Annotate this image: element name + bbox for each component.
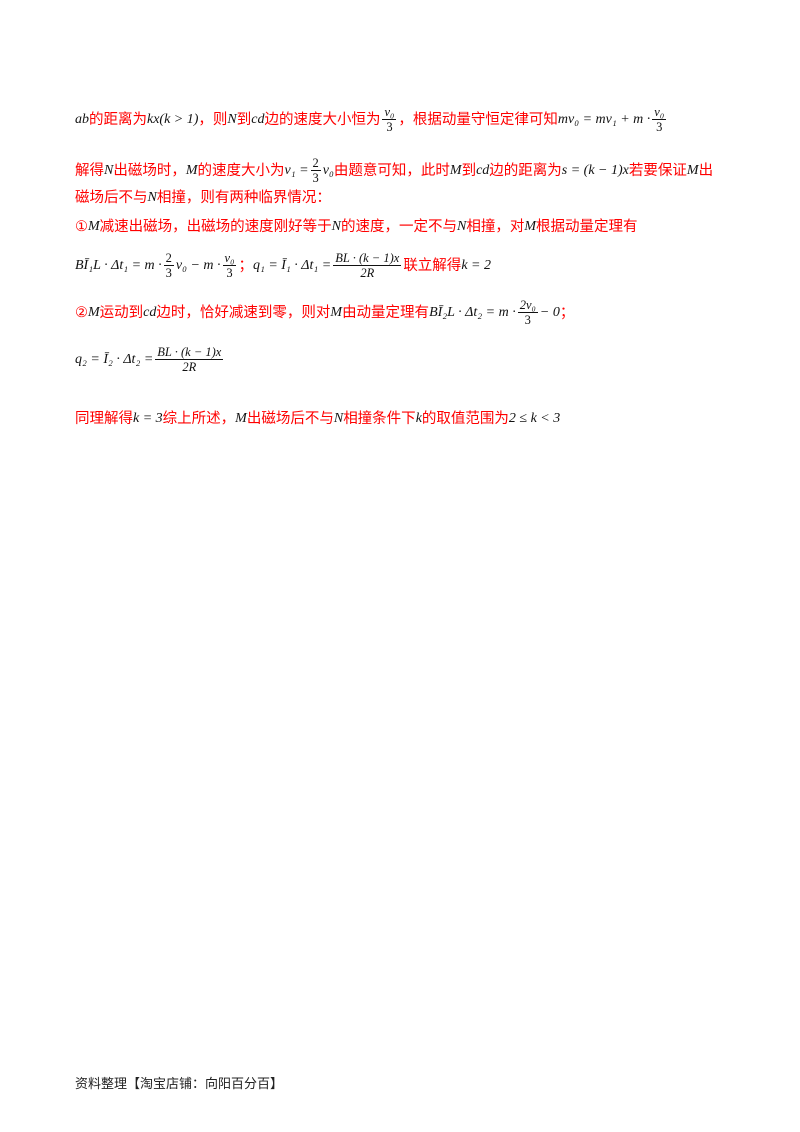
text: 减速出磁场，出磁场的速度刚好等于 <box>99 219 332 235</box>
numerator: 2 <box>163 251 174 266</box>
math-N: N <box>331 219 342 234</box>
math-M: M <box>330 304 343 320</box>
fraction-2-over-3: 2 3 <box>310 156 321 185</box>
math-M: M <box>88 219 100 234</box>
math-impulse-eq-2: BĪ₂L · Δt₂ = m · <box>429 304 516 320</box>
math-N: N <box>333 411 344 426</box>
fraction-v0-over-3: v₀ 3 <box>222 251 237 280</box>
text: ② <box>75 304 88 321</box>
fraction-charge: BL · (k − 1)x 2R <box>333 251 402 280</box>
text: 解得 <box>75 162 104 179</box>
denominator: 3 <box>165 266 172 280</box>
fraction-v0-over-3: v₀ 3 <box>382 105 397 134</box>
text: 出磁场时， <box>113 162 186 179</box>
text: 根据动量定理有 <box>536 219 638 235</box>
denominator: 3 <box>524 313 531 327</box>
math-v1: v₁ = <box>284 162 309 178</box>
solution-line-5: BĪ₁L · Δt₁ = m · 2 3 v₀ − m · v₀ 3 ； q₁ … <box>75 251 760 280</box>
denominator: 3 <box>312 171 319 185</box>
solution-line-3: 磁场后不与 N 相撞，则有两种临界情况： <box>75 188 760 208</box>
solution-line-1: ab 的距离为 kx(k > 1) ，则 N 到 cd 边的速度大小恒为 v₀ … <box>75 105 760 134</box>
math-v0: v₀ <box>322 162 334 178</box>
numerator: v₀ <box>652 105 667 120</box>
math-kx: kx(k > 1) <box>147 111 199 127</box>
text: 的取值范围为 <box>421 411 509 427</box>
math-cd: cd <box>476 162 490 178</box>
text: 出磁场后不与 <box>246 411 334 427</box>
numerator: 2v₀ <box>517 298 538 313</box>
math-M: M <box>686 162 699 178</box>
text: ① <box>75 219 88 235</box>
denominator: 3 <box>656 120 663 134</box>
numerator: BL · (k − 1)x <box>155 345 224 360</box>
footer-source: 资料整理【淘宝店铺：向阳百分百】 <box>75 1077 284 1092</box>
math-cd: cd <box>143 304 157 320</box>
math-minus-zero: − 0 <box>539 304 560 320</box>
fraction-2v0-over-3: 2v₀ 3 <box>517 298 538 327</box>
text: 到 <box>461 162 477 179</box>
math-N: N <box>457 219 467 234</box>
text: 若要保证 <box>628 162 687 179</box>
math-M: M <box>185 162 198 178</box>
math-impulse-eq-1: BĪ₁L · Δt₁ = m · <box>75 257 162 273</box>
math-M: M <box>88 304 100 320</box>
math-M: M <box>235 411 247 426</box>
text: 运动到 <box>99 304 144 321</box>
math-q1-eq: q₁ = Ī₁ · Δt₁ = <box>252 257 332 273</box>
text: 由动量定理有 <box>342 304 430 321</box>
text: 边的速度大小恒为 <box>264 111 381 128</box>
solution-line-2: 解得 N 出磁场时， M 的速度大小为 v₁ = 2 3 v₀ 由题意可知，此时… <box>75 156 760 185</box>
text: 边时，恰好减速到零，则对 <box>156 304 331 321</box>
math-M: M <box>524 219 537 234</box>
text: 的距离为 <box>89 111 147 128</box>
denominator: 3 <box>386 120 393 134</box>
fraction-2-over-3: 2 3 <box>163 251 174 280</box>
text: 相撞，对 <box>466 219 525 235</box>
math-N: N <box>227 111 237 127</box>
math-k: k <box>415 411 422 426</box>
numerator: v₀ <box>222 251 237 266</box>
text: 联立解得 <box>403 257 462 274</box>
text: 的速度大小为 <box>197 162 285 179</box>
fraction-charge: BL · (k − 1)x 2R <box>155 345 224 374</box>
math-s: s = (k − 1)x <box>561 162 629 178</box>
denominator: 2R <box>360 266 375 280</box>
text: ，则 <box>198 111 228 128</box>
math-M: M <box>449 162 462 178</box>
math-ab: ab <box>75 111 89 127</box>
denominator: 2R <box>182 360 197 374</box>
text: 磁场后不与 <box>75 190 148 206</box>
solution-line-8: 同理解得 k = 3 综上所述， M 出磁场后不与 N 相撞条件下 k 的取值范… <box>75 409 760 429</box>
solution-line-4: ① M 减速出磁场，出磁场的速度刚好等于 N 的速度，一定不与 N 相撞，对 M… <box>75 217 760 237</box>
math-N: N <box>147 190 157 205</box>
text: 相撞条件下 <box>343 411 416 427</box>
numerator: v₀ <box>382 105 397 120</box>
text: 的速度，一定不与 <box>341 219 458 235</box>
text: 出 <box>698 162 714 179</box>
text: 综上所述， <box>162 411 236 427</box>
solution-line-6: ② M 运动到 cd 边时，恰好减速到零，则对 M 由动量定理有 BĪ₂L · … <box>75 298 760 327</box>
denominator: 3 <box>226 266 233 280</box>
text: 相撞，则有两种临界情况： <box>156 190 331 206</box>
fraction-v0-over-3: v₀ 3 <box>652 105 667 134</box>
math-k-result: k = 2 <box>461 257 491 273</box>
math-N: N <box>104 162 114 178</box>
text: ； <box>559 304 575 321</box>
text: 边的距离为 <box>489 162 562 179</box>
numerator: 2 <box>310 156 321 171</box>
text: 到 <box>236 111 252 128</box>
math-k-range: 2 ≤ k < 3 <box>508 411 561 426</box>
text: 由题意可知，此时 <box>333 162 450 179</box>
math-v0-term: v₀ − m · <box>175 257 221 273</box>
text: 同理解得 <box>75 411 133 427</box>
solution-line-7: q₂ = Ī₂ · Δt₂ = BL · (k − 1)x 2R <box>75 345 760 374</box>
math-momentum-eq: mv₀ = mv₁ + m · <box>557 111 651 127</box>
math-q2-eq: q₂ = Ī₂ · Δt₂ = <box>75 351 154 367</box>
numerator: BL · (k − 1)x <box>333 251 402 266</box>
math-cd: cd <box>251 111 265 127</box>
text: ； <box>238 257 253 274</box>
math-k-result: k = 3 <box>133 411 163 426</box>
text: ，根据动量守恒定律可知 <box>398 111 558 128</box>
